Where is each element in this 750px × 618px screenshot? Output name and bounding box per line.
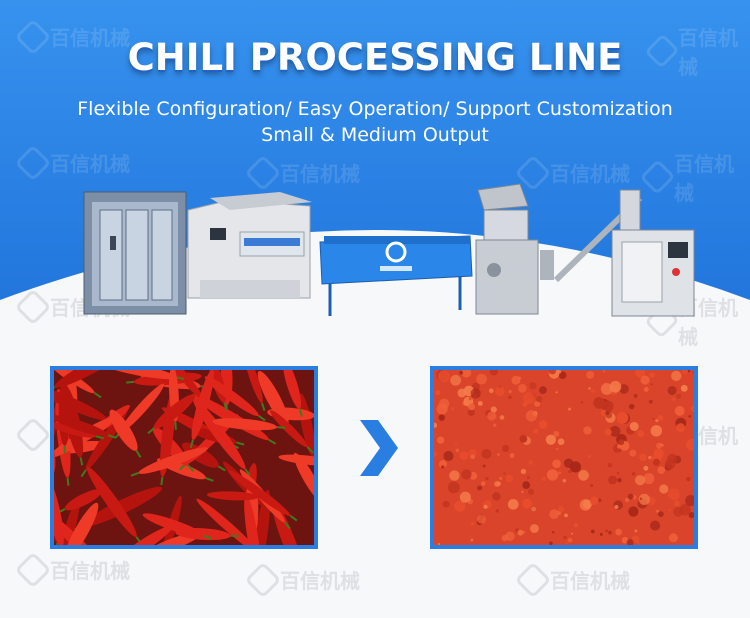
color-sorter-image <box>187 192 312 299</box>
fresh-chili-photo <box>50 366 318 549</box>
watermark-logo: 百信机械 <box>644 22 750 80</box>
watermark-logo: 百信机械 <box>14 18 130 55</box>
conveyor-dryer-image <box>319 235 473 316</box>
watermark-logo: 百信机械 <box>639 148 750 206</box>
watermark-logo: 百信机械 <box>14 144 130 181</box>
grinder-image <box>475 183 554 315</box>
watermark-logo: 百信机械 <box>514 561 630 598</box>
banner-title: CHILI PROCESSING LINE <box>127 36 623 79</box>
banner-subtitle-line2: Small & Medium Output <box>261 124 489 146</box>
chevron-right-icon <box>360 420 398 476</box>
watermark-logo: 百信机械 <box>14 551 130 588</box>
watermark-logo: 百信机械 <box>244 561 360 598</box>
packing-machine-image <box>611 189 695 317</box>
watermark-logo: 百信机械 <box>244 154 360 191</box>
chili-powder-photo <box>430 366 698 549</box>
processing-equipment-illustration <box>83 183 695 317</box>
banner-subtitle-line1: Flexible Configuration/ Easy Operation/ … <box>77 98 673 120</box>
washing-machine-image <box>83 191 187 315</box>
watermark-logo: 百信机械 <box>514 154 630 191</box>
